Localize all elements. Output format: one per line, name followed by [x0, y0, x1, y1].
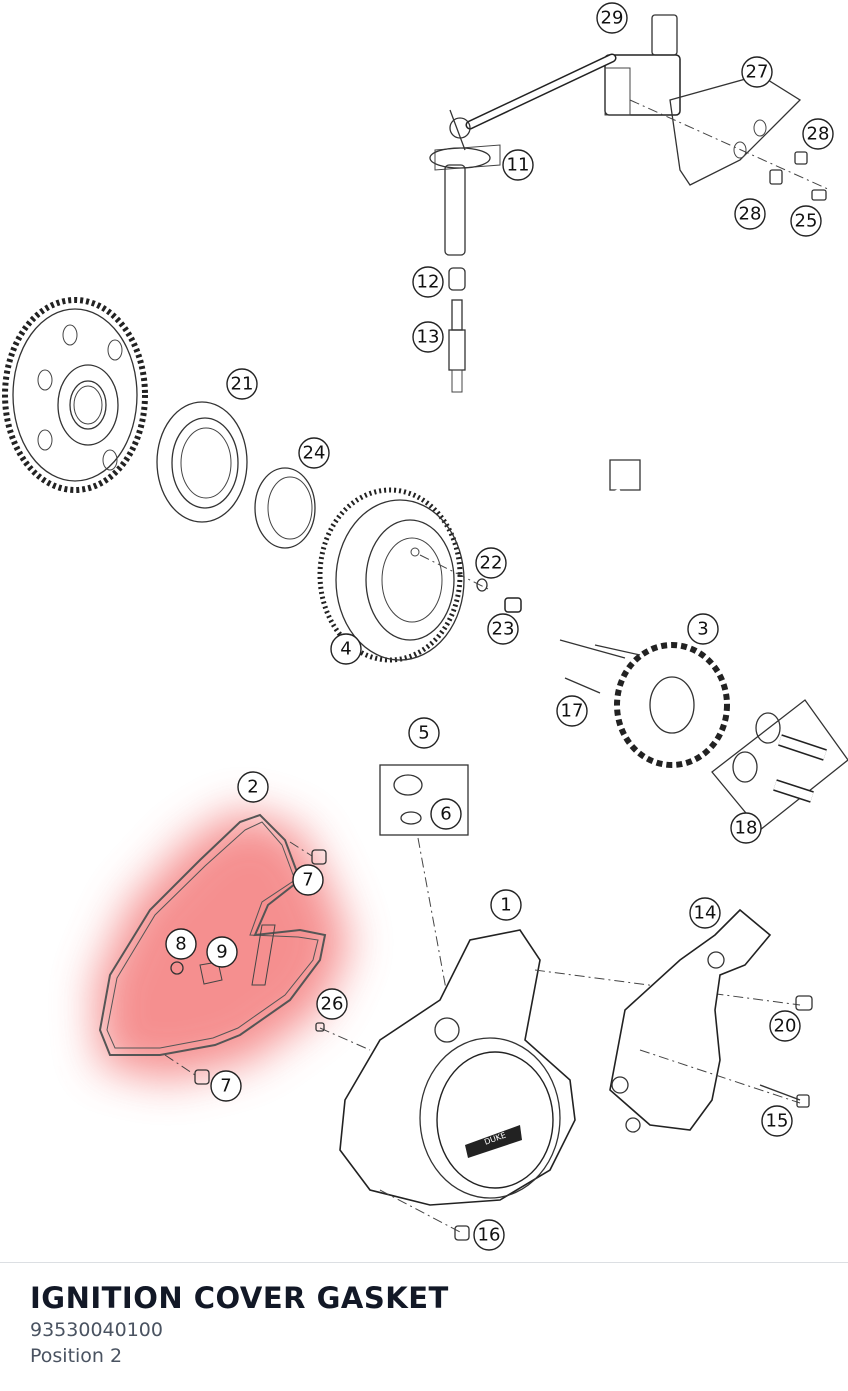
svg-text:1: 1: [500, 895, 511, 916]
svg-text:6: 6: [440, 804, 451, 825]
callout-27[interactable]: 27: [741, 56, 773, 88]
flywheel-rotor: [317, 487, 491, 663]
rotor-washer-nut: [476, 578, 522, 613]
spark-plug-connector: [448, 267, 466, 291]
callout-29[interactable]: 29: [596, 2, 628, 34]
callout-9[interactable]: 9: [206, 936, 238, 968]
svg-text:21: 21: [231, 374, 254, 395]
callout-28-upper[interactable]: 28: [802, 118, 834, 150]
callout-12[interactable]: 12: [412, 266, 444, 298]
callout-15[interactable]: 15: [761, 1105, 793, 1137]
callout-17[interactable]: 17: [556, 695, 588, 727]
svg-text:18: 18: [735, 818, 758, 839]
svg-text:5: 5: [418, 723, 429, 744]
svg-text:23: 23: [492, 619, 515, 640]
svg-text:17: 17: [561, 701, 584, 722]
svg-text:9: 9: [216, 942, 227, 963]
cover-plug-26: [315, 1022, 325, 1032]
callout-25[interactable]: 25: [790, 205, 822, 237]
callout-23[interactable]: 23: [487, 613, 519, 645]
exploded-parts-diagram: DUKE 29 27 28 11 28 25 12 13 21 24 22 23…: [2, 2, 848, 1251]
callout-7-upper[interactable]: 7: [292, 864, 324, 896]
cover-bolt-20: [795, 995, 813, 1011]
callout-20[interactable]: 20: [769, 1010, 801, 1042]
spark-plug: [448, 299, 466, 393]
ignition-cover: DUKE: [319, 929, 801, 1233]
starter-ring-gear: [2, 297, 148, 493]
svg-text:25: 25: [795, 211, 818, 232]
svg-text:7: 7: [220, 1076, 231, 1097]
svg-text:28: 28: [739, 204, 762, 225]
callout-3[interactable]: 3: [687, 613, 719, 645]
svg-text:26: 26: [321, 994, 344, 1015]
stator-bolt-kit: [711, 699, 848, 831]
callout-24[interactable]: 24: [298, 437, 330, 469]
dowel-pins: [164, 841, 327, 1085]
svg-text:29: 29: [601, 8, 624, 29]
plug-kit-box: [379, 764, 469, 1001]
svg-text:16: 16: [478, 1225, 501, 1246]
svg-text:11: 11: [507, 155, 530, 176]
part-number: 93530040100: [30, 1319, 163, 1341]
svg-text:22: 22: [480, 553, 503, 574]
callout-26[interactable]: 26: [316, 988, 348, 1020]
needle-bearing: [254, 467, 316, 549]
callout-28-lower[interactable]: 28: [734, 198, 766, 230]
callout-16[interactable]: 16: [473, 1219, 505, 1251]
callout-21[interactable]: 21: [226, 368, 258, 400]
sprocket-cover: [609, 908, 801, 1133]
svg-text:3: 3: [697, 619, 708, 640]
callout-6[interactable]: 6: [430, 798, 462, 830]
callout-1[interactable]: 1: [490, 889, 522, 921]
callout-14[interactable]: 14: [689, 897, 721, 929]
ignition-coil-assembly: [429, 14, 681, 256]
callout-13[interactable]: 13: [412, 321, 444, 353]
svg-text:27: 27: [746, 62, 769, 83]
svg-text:4: 4: [340, 639, 351, 660]
svg-text:15: 15: [766, 1111, 789, 1132]
callout-7-lower[interactable]: 7: [210, 1070, 242, 1102]
callout-2[interactable]: 2: [237, 771, 269, 803]
cover-bolt-15: [759, 1084, 810, 1108]
freewheel-plate: [156, 401, 248, 523]
svg-text:14: 14: [694, 903, 717, 924]
coil-bracket-bolts: [769, 151, 827, 201]
svg-text:8: 8: [175, 934, 186, 955]
callout-5[interactable]: 5: [408, 717, 440, 749]
svg-text:7: 7: [302, 870, 313, 891]
cover-bolt-16: [454, 1225, 470, 1241]
svg-text:24: 24: [303, 443, 326, 464]
callout-8[interactable]: 8: [165, 928, 197, 960]
part-info-panel: IGNITION COVER GASKET 93530040100 Positi…: [0, 1262, 848, 1391]
svg-text:13: 13: [417, 327, 440, 348]
callout-18[interactable]: 18: [730, 812, 762, 844]
part-title: IGNITION COVER GASKET: [30, 1281, 449, 1315]
svg-text:28: 28: [807, 124, 830, 145]
svg-text:12: 12: [417, 272, 440, 293]
part-position: Position 2: [30, 1345, 123, 1367]
stator-assembly: [559, 459, 730, 768]
svg-text:2: 2: [247, 777, 258, 798]
callout-11[interactable]: 11: [502, 149, 534, 181]
callout-22[interactable]: 22: [475, 547, 507, 579]
svg-text:20: 20: [774, 1016, 797, 1037]
callout-4[interactable]: 4: [330, 633, 362, 665]
